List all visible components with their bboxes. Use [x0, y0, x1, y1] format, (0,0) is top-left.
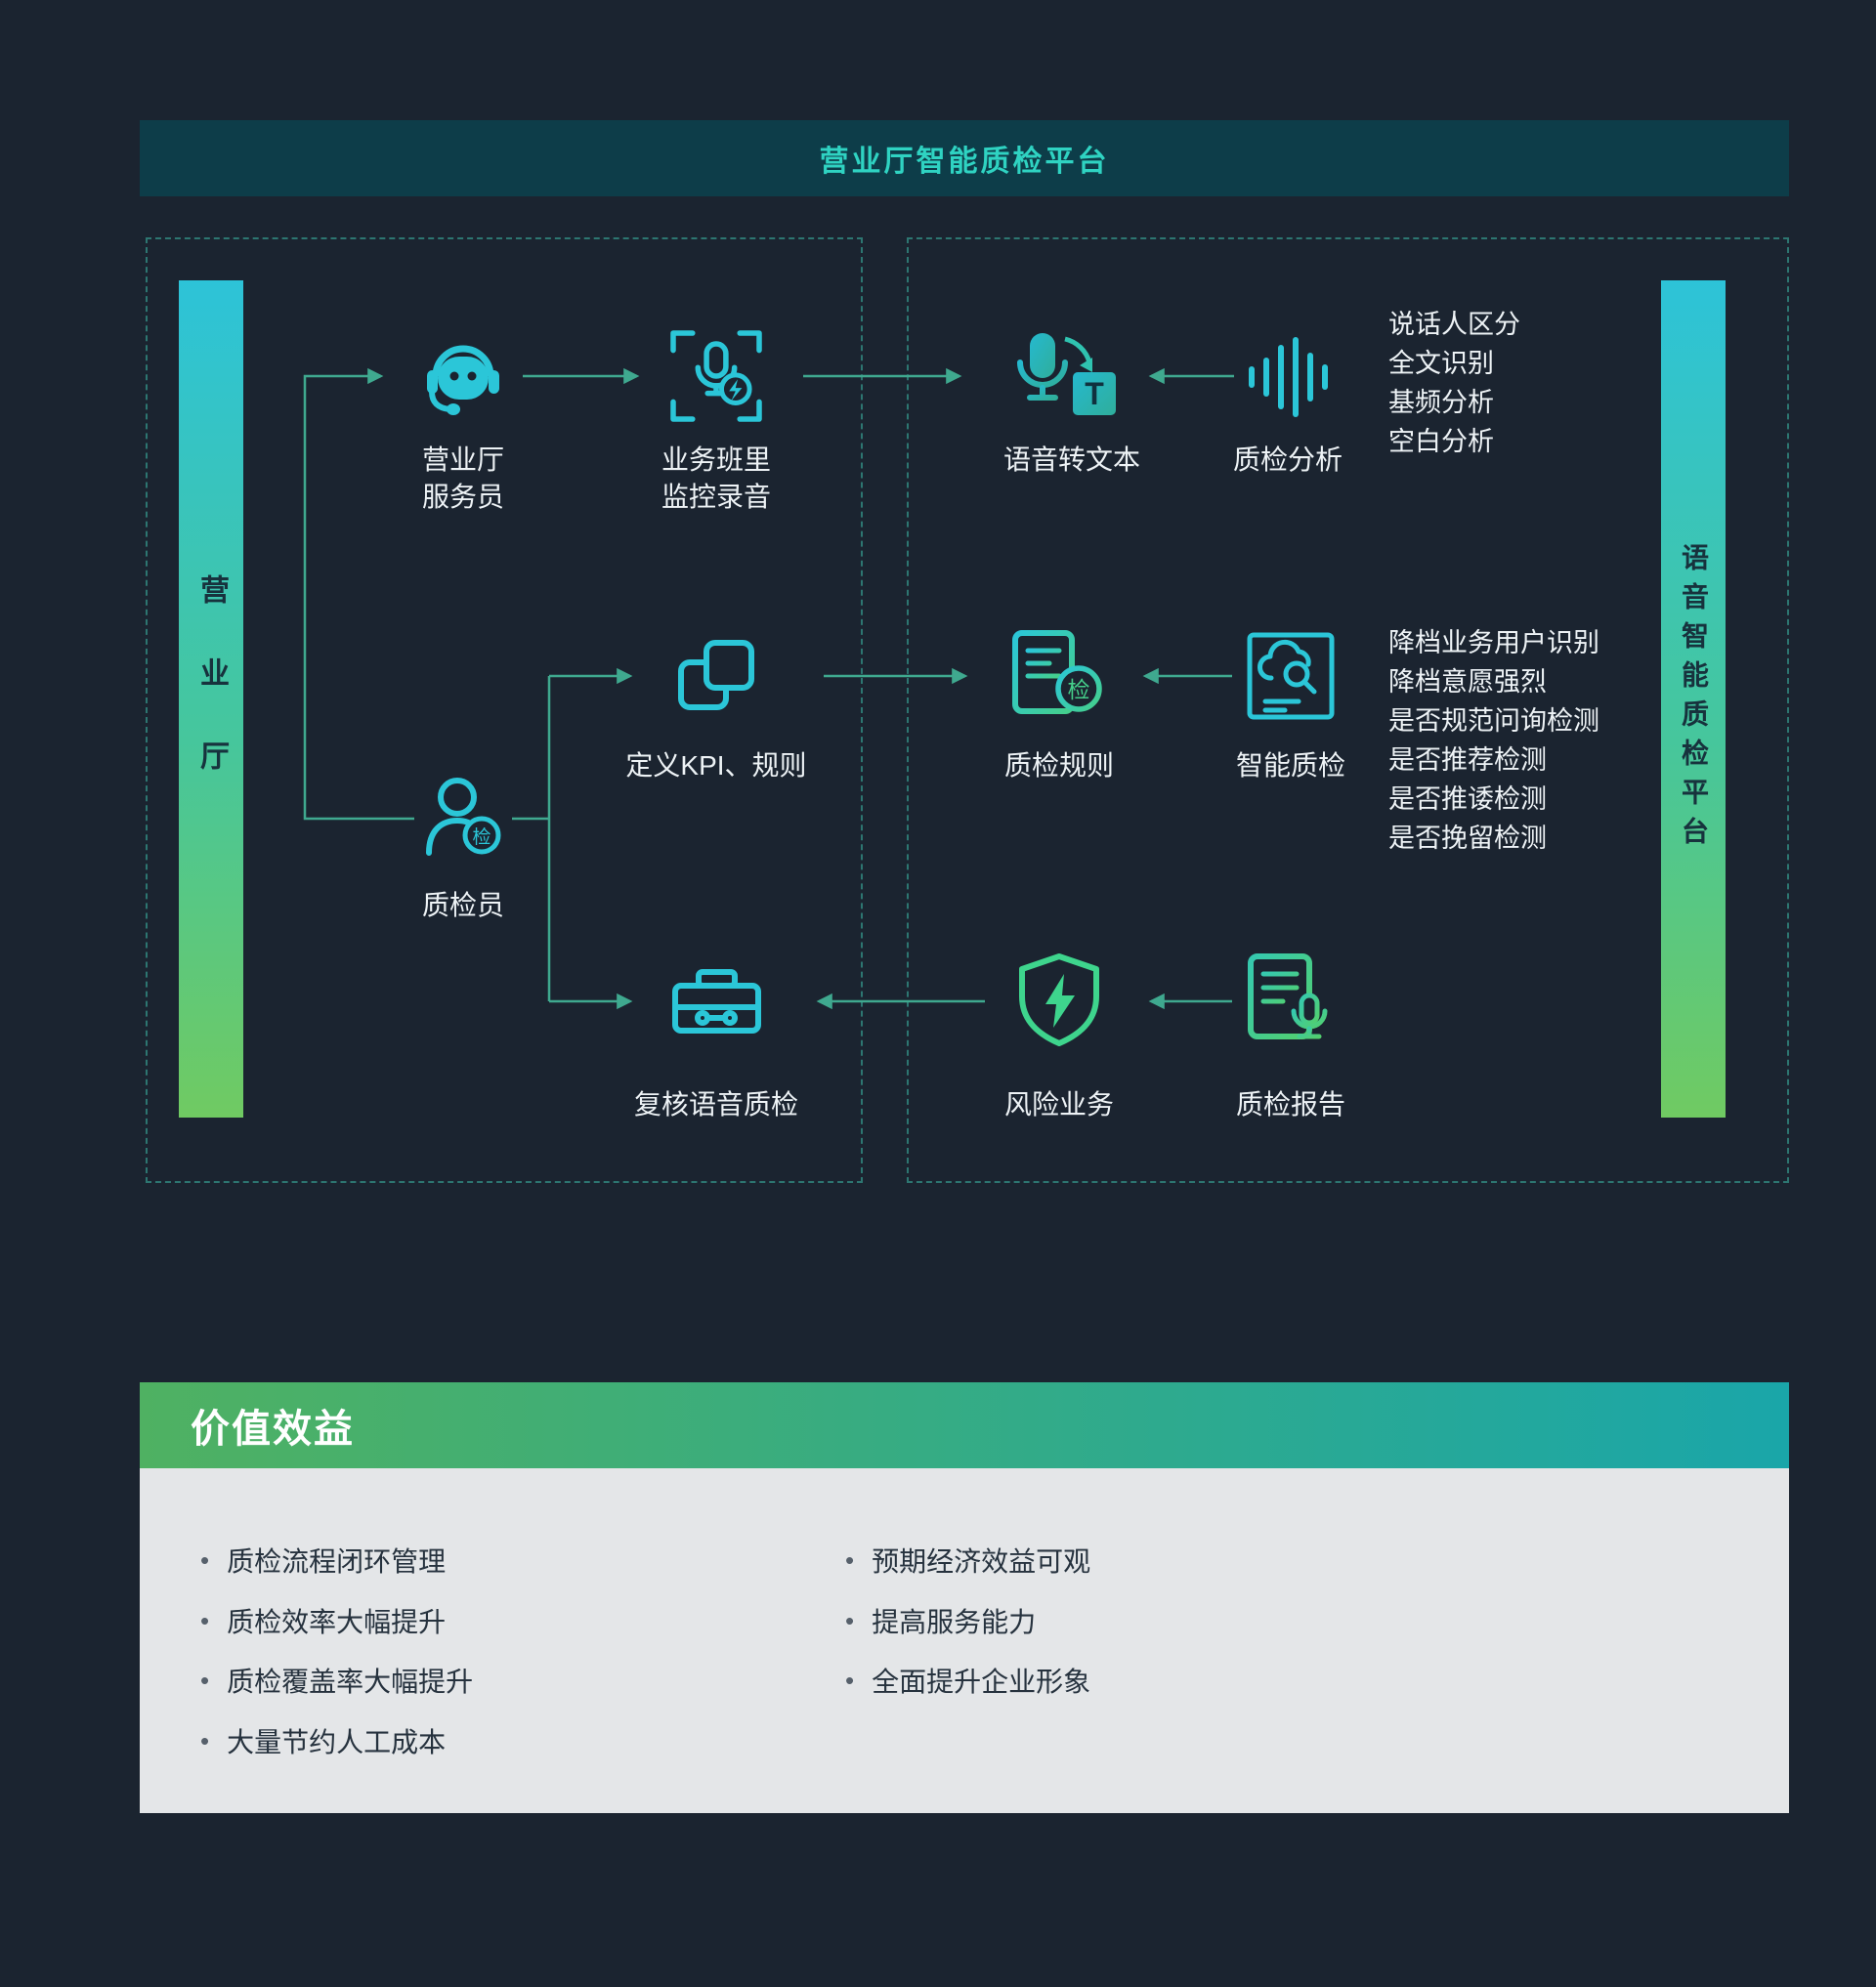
benefits-header: 价值效益	[140, 1382, 1789, 1468]
inspector-label: 质检员	[421, 890, 505, 920]
smart-qc-cloud-search-icon	[1242, 627, 1340, 725]
feature-item: 是否推荐检测	[1388, 745, 1547, 775]
kpi-rules-icon	[667, 627, 765, 725]
qc-report-doc-mic-icon	[1237, 951, 1344, 1053]
feature-item: 降档意愿强烈	[1388, 667, 1547, 697]
benefit-item: •全面提升企业形象	[845, 1666, 1091, 1697]
bullet-dot: •	[200, 1726, 210, 1755]
benefit-item: •质检效率大幅提升	[200, 1606, 447, 1637]
bullet-dot: •	[845, 1606, 855, 1635]
bullet-dot: •	[845, 1666, 855, 1695]
feature-item: 空白分析	[1388, 427, 1494, 456]
qc-report-label: 质检报告	[1235, 1089, 1346, 1120]
agent-headset-icon	[414, 327, 512, 425]
zone-bar-business-hall: 营业厅	[179, 280, 243, 1118]
page-title: 营业厅智能质检平台	[819, 146, 1110, 178]
review-recorder-icon	[665, 952, 768, 1050]
review-label: 复核语音质检	[633, 1089, 799, 1120]
agent-label: 营业厅 服务员	[421, 444, 505, 512]
feature-item: 是否规范问询检测	[1388, 706, 1599, 736]
qc-rule-document-icon: 检	[1003, 627, 1116, 725]
svg-text:检: 检	[1068, 677, 1090, 702]
monitor-recording-label: 业务班里 监控录音	[661, 444, 772, 512]
speech-to-text-icon: T	[1008, 325, 1135, 428]
kpi-rules-label: 定义KPI、规则	[625, 750, 807, 781]
smart-qc-label: 智能质检	[1235, 750, 1346, 781]
bullet-dot: •	[200, 1545, 210, 1575]
feature-item: 基频分析	[1388, 388, 1494, 417]
feature-item: 全文识别	[1388, 349, 1494, 378]
zone-label-business-hall: 营业厅	[195, 574, 228, 824]
qc-analysis-waveform-icon	[1242, 330, 1335, 423]
benefit-item: •预期经济效益可观	[845, 1545, 1091, 1577]
smart-qc-feature-list: 降档业务用户识别 降档意愿强烈 是否规范问询检测 是否推荐检测 是否推诿检测 是…	[1388, 623, 1599, 858]
feature-item: 是否推诿检测	[1388, 784, 1547, 814]
svg-text:T: T	[1085, 376, 1104, 411]
page-header: 营业厅智能质检平台	[140, 120, 1789, 196]
risk-label: 风险业务	[1003, 1089, 1115, 1120]
speech-to-text-label: 语音转文本	[1002, 444, 1141, 475]
voice-qc-platform-zone-border	[907, 237, 1789, 1183]
benefit-item: •提高服务能力	[845, 1606, 1037, 1637]
benefits-title: 价值效益	[191, 1408, 355, 1451]
benefits-panel: •质检流程闭环管理 •质检效率大幅提升 •质检覆盖率大幅提升 •大量节约人工成本…	[140, 1468, 1789, 1813]
feature-item: 降档业务用户识别	[1388, 628, 1599, 657]
benefit-item: •大量节约人工成本	[200, 1726, 447, 1757]
feature-item: 是否挽留检测	[1388, 824, 1547, 853]
zone-label-voice-qc-platform: 语音智能质检平台	[1679, 542, 1709, 856]
qc-analysis-feature-list: 说话人区分 全文识别 基频分析 空白分析	[1388, 305, 1520, 461]
zone-bar-voice-qc-platform: 语音智能质检平台	[1661, 280, 1726, 1118]
bullet-dot: •	[845, 1545, 855, 1575]
risk-shield-lightning-icon	[1010, 951, 1108, 1053]
feature-item: 说话人区分	[1388, 310, 1520, 339]
qc-rule-label: 质检规则	[1003, 750, 1115, 781]
business-hall-zone-border	[146, 237, 863, 1183]
inspector-person-icon: 检	[414, 770, 512, 867]
monitor-recording-icon	[662, 322, 770, 430]
benefit-item: •质检覆盖率大幅提升	[200, 1666, 474, 1697]
benefit-item: •质检流程闭环管理	[200, 1545, 447, 1577]
svg-text:检: 检	[472, 826, 490, 848]
bullet-dot: •	[200, 1606, 210, 1635]
qc-analysis-label: 质检分析	[1232, 444, 1343, 475]
bullet-dot: •	[200, 1666, 210, 1695]
